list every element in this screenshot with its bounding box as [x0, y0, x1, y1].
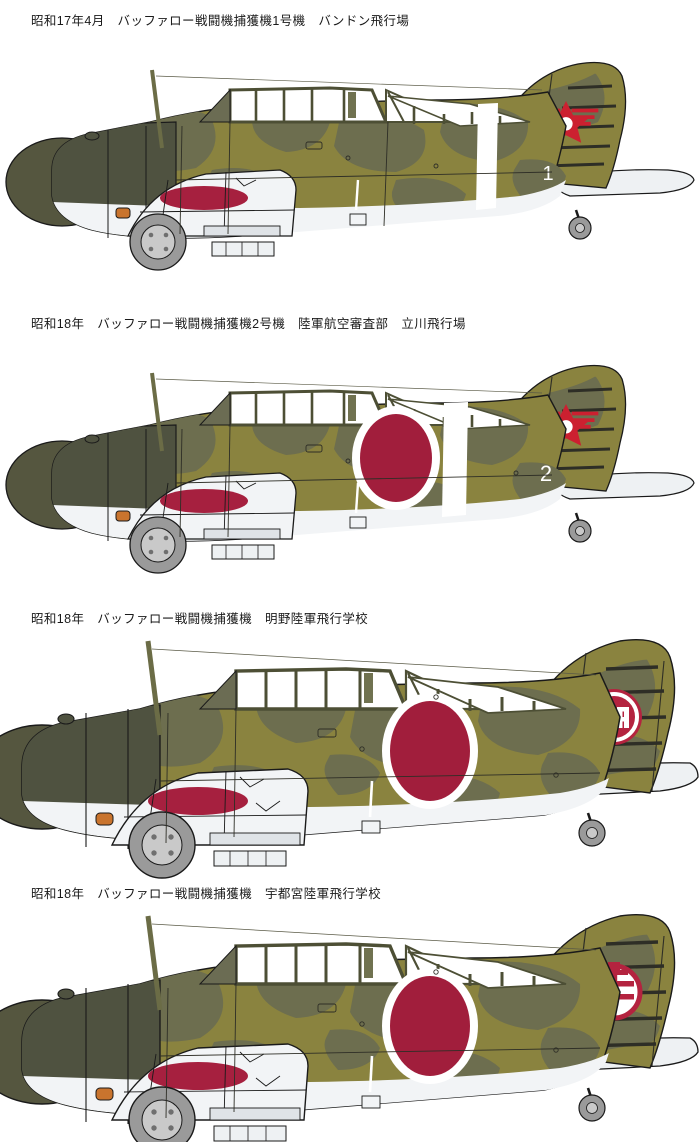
- antenna-wire: [155, 378, 543, 394]
- antenna-wire: [151, 923, 597, 951]
- wing-root-fillet: [203, 225, 281, 237]
- main-landing-gear: [128, 1086, 196, 1142]
- tail-wheel: [568, 209, 592, 240]
- aircraft-profile-4: [0, 900, 700, 1142]
- aircraft-profile-3: [0, 625, 700, 880]
- aircraft-2-drawing: 2: [5, 364, 695, 574]
- fuselage-panel-lines: [175, 121, 553, 235]
- caption-aircraft-2: 昭和18年 バッファロー戦闘機捕獲機2号機 陸軍航空審査部 立川飛行場: [31, 317, 466, 331]
- gun-bay-hatch: [213, 1125, 287, 1142]
- fuselage-panel-lines: [175, 424, 553, 538]
- step-marking: [354, 482, 360, 514]
- step-hatch: [361, 820, 381, 834]
- wing-root-fillet: [209, 832, 301, 846]
- main-landing-gear: [129, 516, 187, 574]
- caption-aircraft-1: 昭和17年4月 バッファロー戦闘機捕獲機1号機 バンドン飛行場: [31, 14, 410, 28]
- fuselage-hinomaru: [382, 693, 478, 809]
- fuselage-panel-lines: [159, 694, 601, 844]
- exhaust-stub: [95, 1087, 114, 1101]
- fuselage-white-band: [476, 103, 498, 210]
- fuselage-hinomaru: [352, 406, 440, 510]
- aircraft-1-drawing: 1: [5, 61, 695, 271]
- caption-aircraft-3: 昭和18年 バッファロー戦闘機捕獲機 明野陸軍飛行学校: [31, 612, 369, 626]
- step-marking: [354, 179, 360, 211]
- wing-hinomaru: [160, 186, 248, 210]
- antenna-wire: [151, 648, 597, 676]
- step-marking: [368, 780, 374, 818]
- antenna-mast: [145, 640, 163, 736]
- fuselage-panel-lines: [159, 969, 601, 1119]
- wing-root-fillet: [203, 528, 281, 540]
- wing-hinomaru: [148, 787, 248, 815]
- tail-wheel: [578, 1087, 606, 1122]
- tail-wheel: [568, 512, 592, 543]
- step-hatch: [349, 213, 367, 226]
- step-hatch: [349, 516, 367, 529]
- aircraft-profile-2: 2: [0, 333, 700, 593]
- caption-aircraft-4: 昭和18年 バッファロー戦闘機捕獲機 宇都宮陸軍飛行学校: [31, 887, 382, 901]
- fin-trailing-line: [651, 660, 665, 792]
- wing-hinomaru: [148, 1062, 248, 1090]
- main-landing-gear: [128, 811, 196, 879]
- exhaust-stub: [115, 510, 131, 522]
- wing-root-fillet: [209, 1107, 301, 1121]
- fin-trailing-line: [651, 935, 665, 1067]
- antenna-mast: [150, 372, 164, 452]
- antenna-wire: [155, 75, 543, 91]
- exhaust-stub: [95, 812, 114, 826]
- fuselage-number: 1: [542, 163, 553, 185]
- tail-wheel: [578, 812, 606, 847]
- fuselage-hinomaru: [382, 968, 478, 1084]
- exhaust-stub: [115, 207, 131, 219]
- step-marking: [368, 1055, 374, 1093]
- gun-bay-hatch: [211, 241, 275, 257]
- wing-hinomaru: [160, 489, 248, 513]
- canopy: [198, 942, 567, 989]
- antenna-mast: [150, 69, 164, 149]
- fuselage-white-band: [442, 402, 468, 517]
- step-hatch: [361, 1095, 381, 1109]
- canopy: [198, 667, 567, 714]
- gun-bay-hatch: [213, 850, 287, 867]
- aircraft-3-drawing: [0, 639, 699, 879]
- fuselage-number: 2: [540, 461, 552, 486]
- antenna-mast: [145, 915, 163, 1011]
- aircraft-profile-1: 1: [0, 30, 700, 290]
- aircraft-4-drawing: [0, 914, 699, 1142]
- fuselage-camouflage: [22, 957, 614, 1116]
- main-landing-gear: [129, 213, 187, 271]
- gun-bay-hatch: [211, 544, 275, 560]
